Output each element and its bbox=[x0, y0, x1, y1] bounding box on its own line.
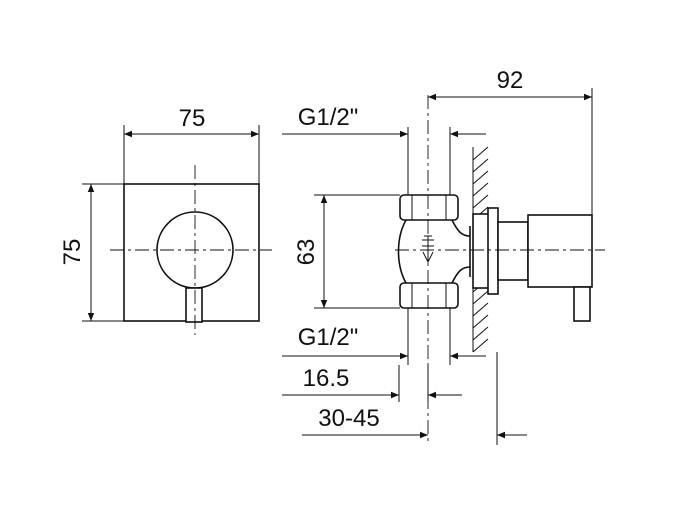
front-view: 75 75 bbox=[59, 105, 272, 335]
cartridge-neck bbox=[497, 221, 529, 281]
side-height-label: 63 bbox=[293, 239, 320, 266]
valve-pipe-body bbox=[397, 219, 471, 284]
depth-label: 92 bbox=[497, 67, 524, 94]
side-view: 92 G1/2" 63 G1/2" 16.5 30-45 bbox=[282, 67, 605, 445]
handle-cylinder bbox=[527, 214, 593, 288]
lower-hex-nut bbox=[399, 282, 459, 309]
flange-ring bbox=[487, 207, 499, 295]
outlet-thread-label: G1/2" bbox=[298, 324, 359, 351]
handle-lever bbox=[573, 286, 591, 322]
install-range-label: 30-45 bbox=[318, 405, 379, 432]
front-handle-lever bbox=[185, 287, 203, 323]
upper-hex-nut bbox=[399, 194, 459, 221]
front-width-label: 75 bbox=[179, 105, 206, 132]
inlet-thread-label: G1/2" bbox=[298, 104, 359, 131]
valve-body bbox=[397, 194, 471, 309]
offset-label: 16.5 bbox=[303, 365, 350, 392]
front-height-label: 75 bbox=[59, 239, 86, 266]
